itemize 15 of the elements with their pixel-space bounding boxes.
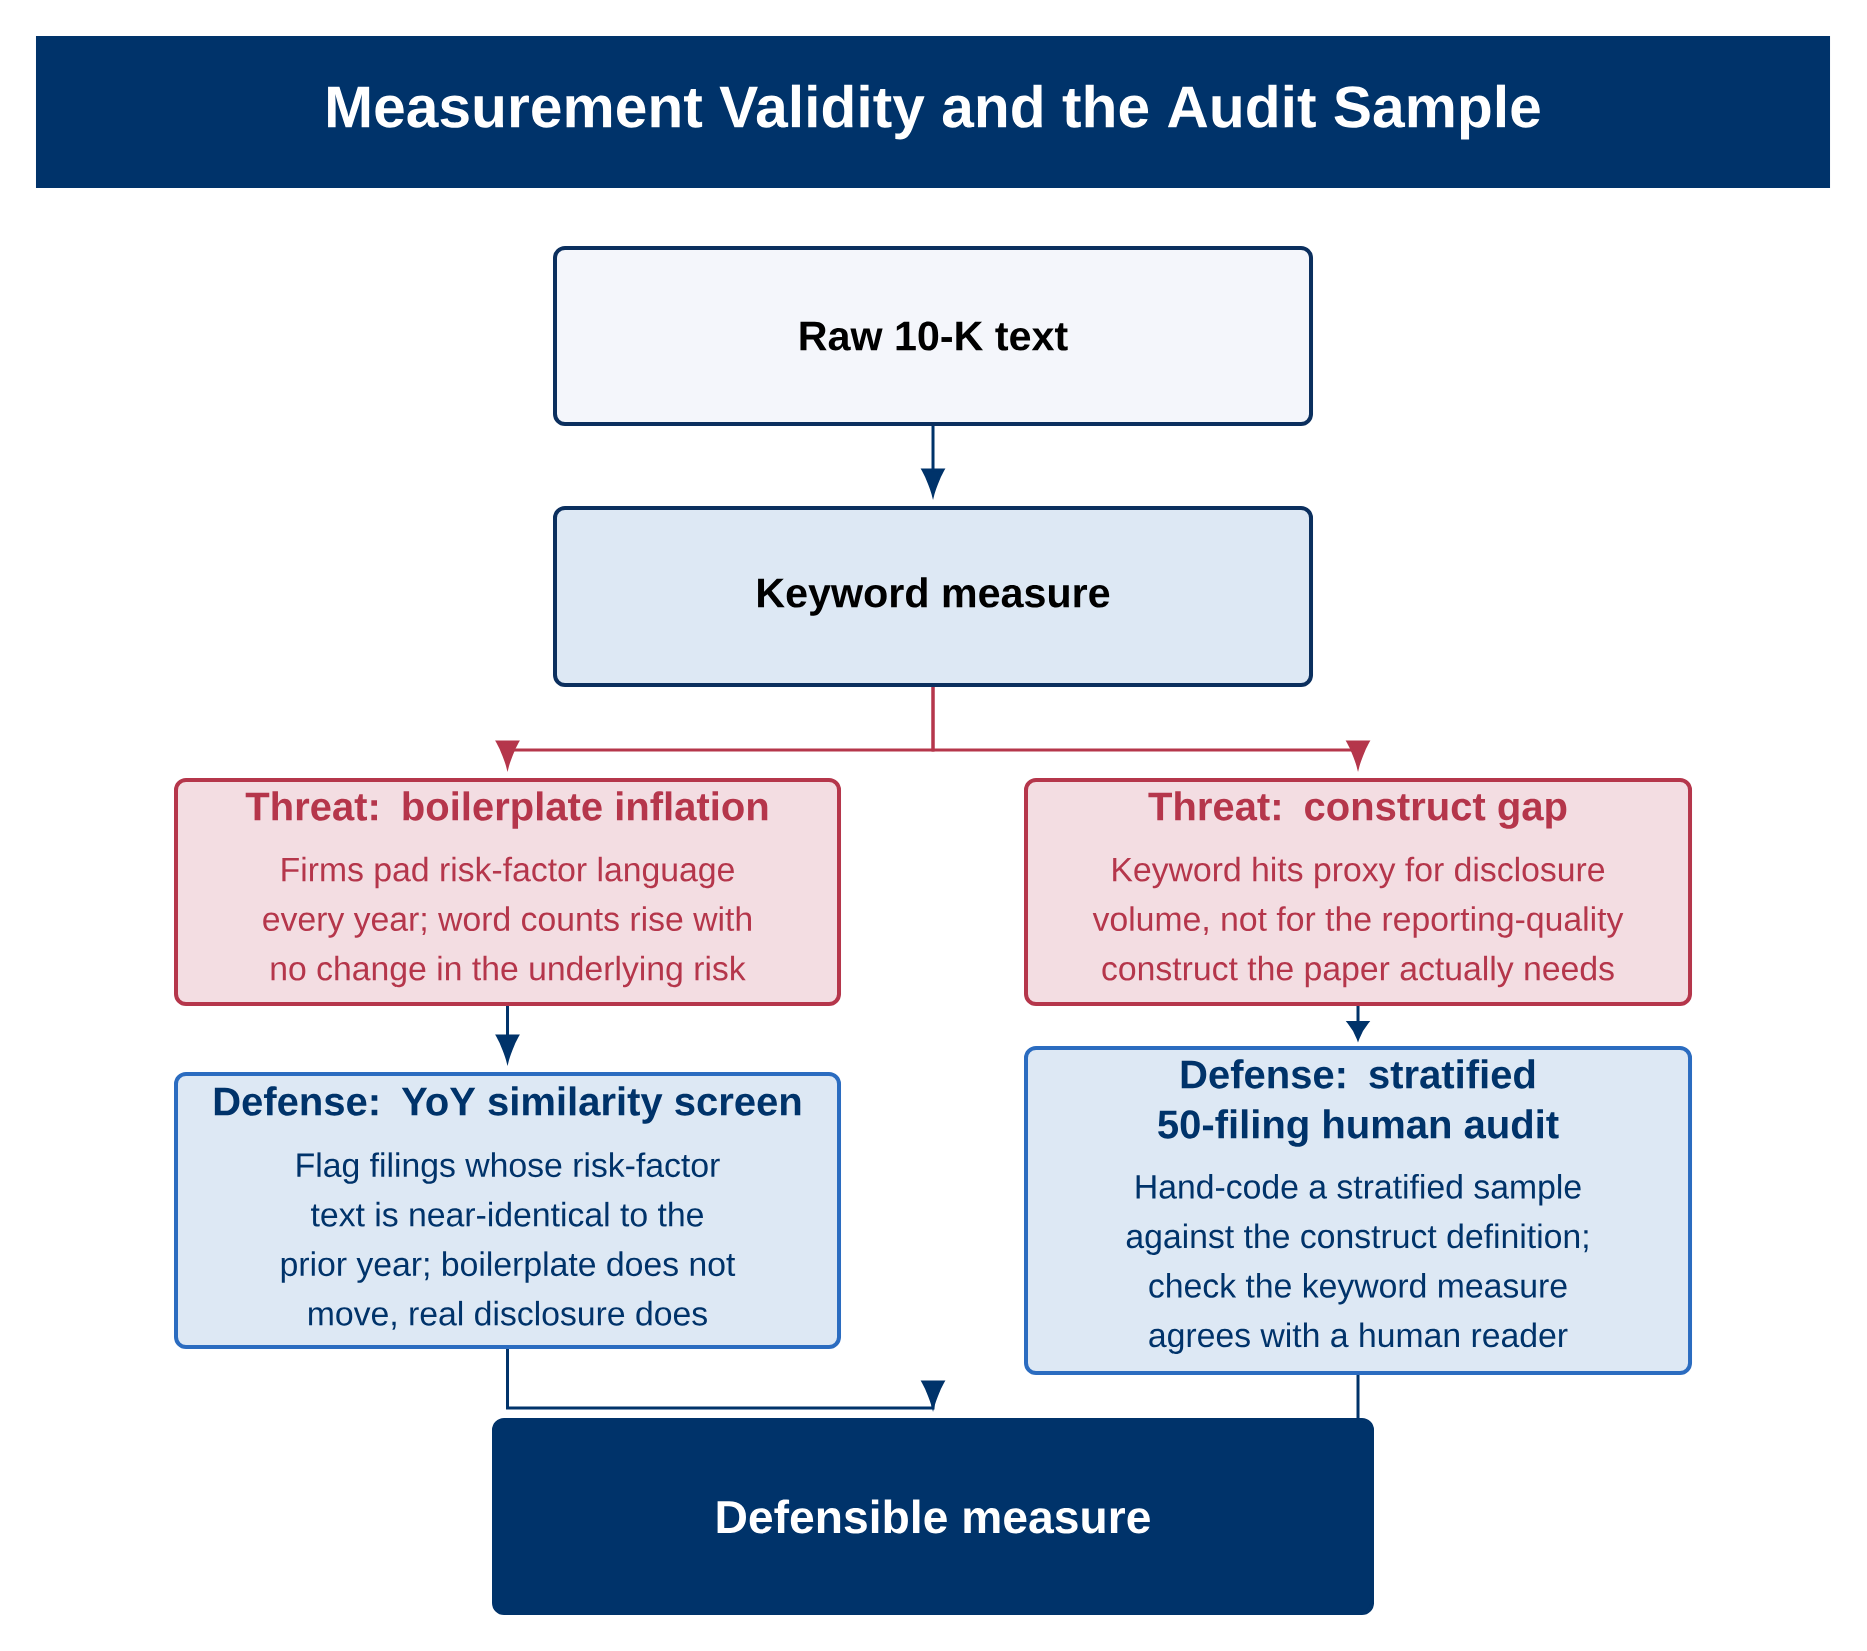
result-box: Defensible measure [492, 1418, 1374, 1615]
title-banner: Measurement Validity and the Audit Sample [36, 36, 1831, 188]
defense-heading: Defense: stratified 50-filing human audit [1158, 1059, 1559, 1147]
arrow [506, 1349, 945, 1410]
threat-heading: Threat: construct gap [1148, 791, 1567, 829]
defense-description: Hand-code a stratified sample against the construct definition; check the keyword measure agrees with a human reader [1126, 1174, 1588, 1354]
arrow [1347, 1006, 1369, 1040]
connector-line [1356, 1375, 1360, 1418]
threat-description: Keyword hits proxy for disclosure volume, not for the reporting-quality construct the paper actually needs [1092, 856, 1624, 988]
input-box: Raw 10-K text [553, 246, 1313, 426]
threat-description: Firms pad risk-factor language every year; word counts rise with no change in the underlying risk [263, 856, 751, 988]
defense-heading: Defense: YoY similarity screen [214, 1086, 801, 1124]
process-box: Keyword measure [553, 506, 1313, 687]
threat-heading: Threat: boilerplate inflation [245, 791, 768, 829]
defense-description: Flag filings whose risk-factor text is near-identical to the prior year; boilerplate does not move, real disclosure does [281, 1152, 736, 1330]
